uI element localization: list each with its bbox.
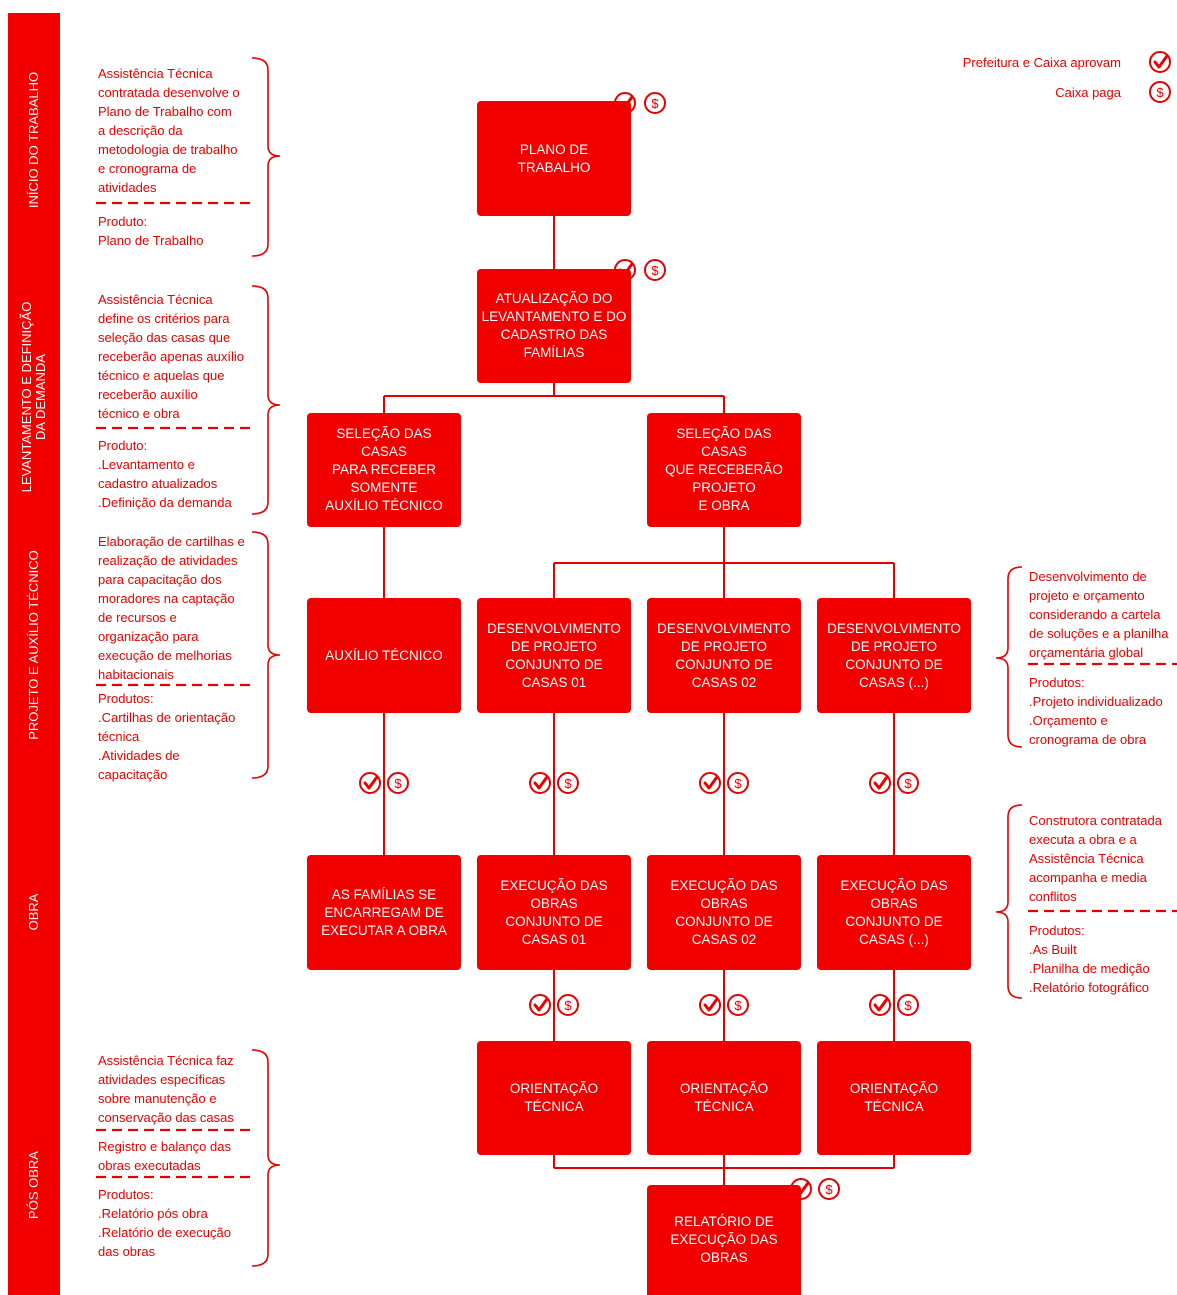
box-execucao-01: EXECUÇÃO DAS OBRAS CONJUNTO DE CASAS 01 [477,855,631,970]
note-pos-obra-produtos: Produtos: .Relatório pós obra .Relatório… [98,1187,231,1259]
box-orientacao-01: ORIENTAÇÃO TÉCNICA [477,1041,631,1155]
note-inicio-descricao: Assistência Técnica contratada desenvolv… [98,66,240,195]
note-projeto-produtos: Produtos: .Cartilhas de orientação técni… [98,691,236,782]
legend-pay-label: Caixa paga [1055,85,1121,100]
box-plano-trabalho: PLANO DE TRABALHO [477,101,631,216]
note-pos-obra-descricao: Assistência Técnica faz atividades espec… [98,1053,234,1125]
box-execucao-n: EXECUÇÃO DAS OBRAS CONJUNTO DE CASAS (..… [817,855,971,970]
box-relatorio-execucao: RELATÓRIO DE EXECUÇÃO DAS OBRAS [647,1185,801,1295]
connector-lines [383,216,895,1185]
legend-approve-label: Prefeitura e Caixa aprovam [962,55,1121,70]
box-selecao-auxilio: SELEÇÃO DAS CASAS PARA RECEBER SOMENTE A… [307,413,461,527]
legend-check-icon [1148,50,1172,74]
note-obra-produtos: Produtos: .As Built .Planilha de medição… [1029,923,1150,995]
box-orientacao-n: ORIENTAÇÃO TÉCNICA [817,1041,971,1155]
box-auxilio-tecnico: AUXÍLIO TÉCNICO [307,598,461,713]
note-desenvolvimento-produtos: Produtos: .Projeto individualizado .Orça… [1029,675,1163,747]
note-pos-obra-registro: Registro e balanço das obras executadas [98,1139,231,1173]
box-projeto-01: DESENVOLVIMENTO DE PROJETO CONJUNTO DE C… [477,598,631,713]
note-projeto-descricao: Elaboração de cartilhas e realização de … [98,534,245,682]
legend-dollar-icon [1149,81,1171,103]
note-desenvolvimento-descricao: Desenvolvimento de projeto e orçamento c… [1029,569,1169,660]
box-projeto-n: DESENVOLVIMENTO DE PROJETO CONJUNTO DE C… [817,598,971,713]
box-execucao-02: EXECUÇÃO DAS OBRAS CONJUNTO DE CASAS 02 [647,855,801,970]
phase-sidebar [8,13,60,1295]
note-levantamento-descricao: Assistência Técnica define os critérios … [98,292,244,421]
note-levantamento-produto: Produto: .Levantamento e cadastro atuali… [98,438,232,510]
box-projeto-02: DESENVOLVIMENTO DE PROJETO CONJUNTO DE C… [647,598,801,713]
note-obra-descricao: Construtora contratada executa a obra e … [1029,813,1162,904]
box-atualizacao-levantamento: ATUALIZAÇÃO DO LEVANTAMENTO E DO CADASTR… [477,269,631,383]
box-familias-executam: AS FAMÍLIAS SE ENCARREGAM DE EXECUTAR A … [307,855,461,970]
brackets [251,57,1023,1267]
box-orientacao-02: ORIENTAÇÃO TÉCNICA [647,1041,801,1155]
box-selecao-projeto-obra: SELEÇÃO DAS CASAS QUE RECEBERÃO PROJETO … [647,413,801,527]
note-inicio-produto: Produto: Plano de Trabalho [98,214,204,248]
dashed-separators [96,201,1177,1179]
